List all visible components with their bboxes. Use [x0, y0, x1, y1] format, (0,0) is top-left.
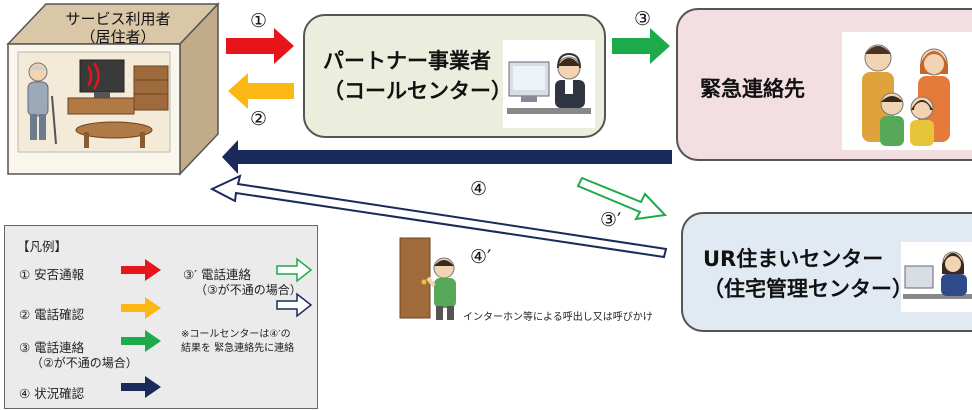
partner-title: パートナー事業者 [323, 49, 491, 73]
intercom-illustration [399, 237, 456, 320]
legend-swatch-red [121, 259, 161, 281]
legend-item-3p: ③′ 電話連絡 [183, 267, 252, 282]
legend-item-3: ③ 電話連絡 [19, 340, 85, 355]
emergency-contact-label: 緊急連絡先 [700, 77, 805, 101]
legend-swatch-green [121, 330, 161, 352]
arrow-4p-status-check [209, 174, 668, 259]
emergency-contact-box: 緊急連絡先 [676, 8, 972, 161]
legend-item-2: ② 電話確認 [19, 307, 85, 322]
residence-subtitle: （居住者） [80, 28, 156, 46]
partner-subtitle: （コールセンター） [323, 79, 512, 103]
residence-illustration [6, 2, 220, 176]
residence-title: サービス利用者 [65, 10, 171, 28]
family-illustration [842, 32, 972, 150]
ur-center-subtitle: （住宅管理センター） [703, 277, 913, 301]
intercom-caption: インターホン等による呼出し又は呼びかけ [463, 312, 653, 323]
arrow-2-phone-check [228, 73, 294, 109]
flow-number-3: ③ [634, 8, 652, 30]
legend-note-line1: ※コールセンターは④′の [181, 329, 291, 340]
legend-note-line2: 結果を 緊急連絡先に連絡 [181, 343, 295, 354]
operator-illustration [503, 40, 595, 128]
legend-item-4: ④ 状況確認 [19, 386, 85, 401]
ur-center-title: UR住まいセンター [703, 247, 884, 271]
flow-number-1: ① [250, 10, 268, 32]
legend-swatch-orange [121, 297, 161, 319]
legend-title: 【凡例】 [17, 239, 68, 254]
legend-swatch-green-outline [276, 257, 313, 283]
partner-box: パートナー事業者 （コールセンター） [303, 14, 606, 138]
reception-illustration [901, 242, 972, 312]
legend-item-3-sub: （②が不通の場合） [31, 356, 138, 370]
arrow-3-phone-contact [612, 28, 670, 64]
flow-number-4p: ④′ [470, 246, 492, 268]
ur-center-box: UR住まいセンター （住宅管理センター） [681, 212, 972, 332]
flow-number-3p: ③′ [600, 209, 622, 231]
legend-swatches [121, 257, 313, 398]
legend-swatch-navy-outline [276, 292, 313, 318]
arrow-1-notification [226, 28, 294, 64]
arrow-3p-phone-contact [576, 176, 668, 221]
legend-item-1: ① 安否通報 [19, 267, 85, 282]
arrow-4-status-check [222, 140, 672, 174]
residence-box: サービス利用者 （居住者） [6, 2, 220, 176]
legend-swatch-navy [121, 376, 161, 398]
flow-number-2: ② [250, 108, 268, 130]
legend: 【凡例】 ① 安否通報 ② 電話確認 ③ 電話連絡 （②が不通の場合） ④ 状況… [4, 225, 318, 409]
legend-item-3p-sub: （③が不通の場合） [195, 283, 302, 297]
flow-number-4: ④ [470, 178, 488, 200]
